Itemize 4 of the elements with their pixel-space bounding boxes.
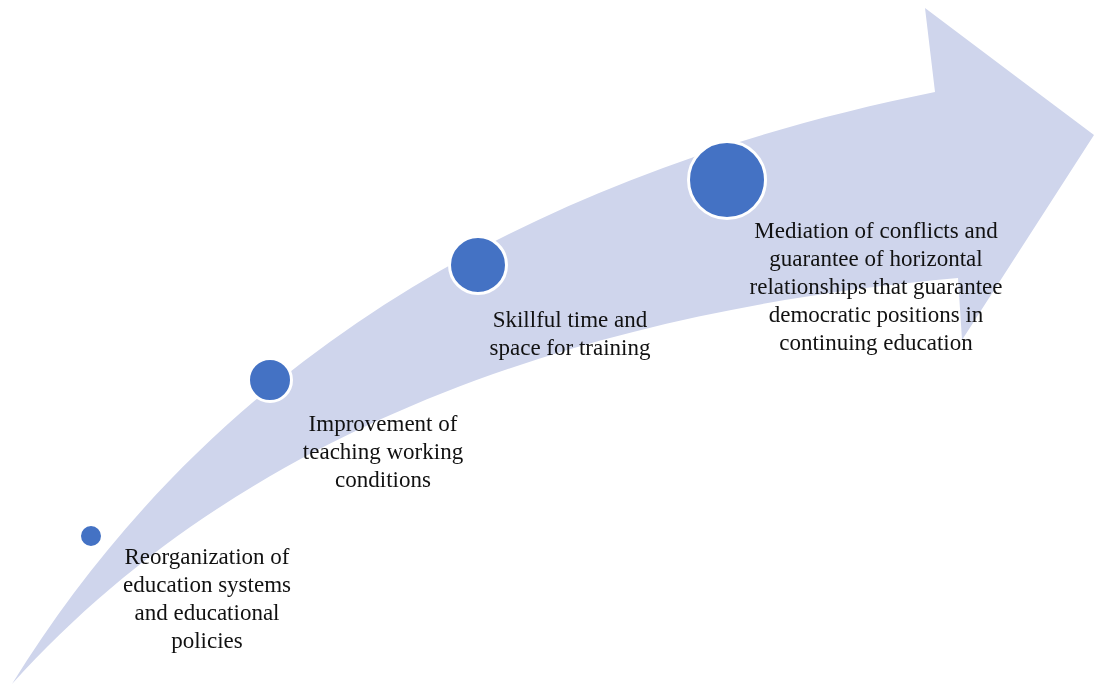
step-label: Reorganization of education systems and educational policies (122, 543, 292, 655)
step-label: Skillful time and space for training (488, 306, 652, 362)
step-label: Mediation of conflicts and guarantee of horizontal relationships that guarantee democratic positions in continuing education (748, 217, 1004, 357)
step-label: Improvement of teaching working conditions (301, 410, 465, 494)
